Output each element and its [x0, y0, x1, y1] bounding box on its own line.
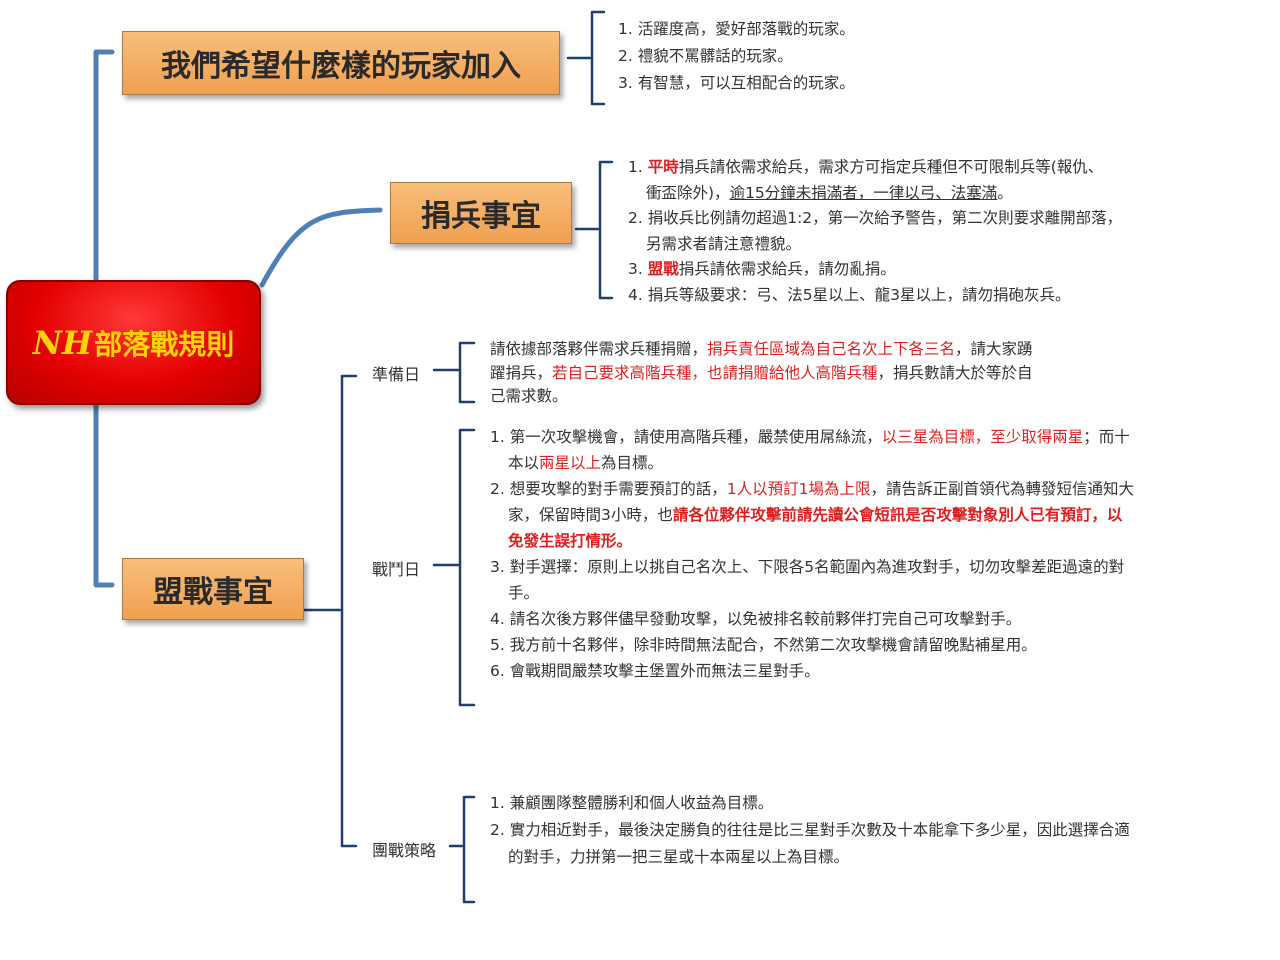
item-text: 2. 想要攻擊的對手需要預訂的話， — [490, 480, 727, 498]
item-text: 本以 — [508, 454, 540, 472]
item-number: 1. — [628, 158, 648, 176]
central-topic-title: 部落戰規則 — [94, 327, 235, 361]
item-text: 家，保留時間3小時，也 — [508, 506, 673, 524]
war-strategy-list: 1. 兼顧團隊整體勝利和個人收益為目標。 2. 實力相近對手，最後決定勝負的往往… — [490, 790, 1130, 871]
item-number: 3. — [628, 260, 648, 278]
label-war-strategy: 團戰策略 — [372, 841, 437, 860]
text-line: 己需求數。 — [490, 387, 568, 405]
highlight-text: 免發生誤打情形。 — [508, 532, 633, 550]
list-item: 5. 我方前十名夥伴，除非時間無法配合，不然第二次攻擊機會請留晚點補星用。 — [490, 636, 1037, 654]
list-item: 3. 有智慧，可以互相配合的玩家。 — [618, 74, 855, 92]
label-battle-day: 戰鬥日 — [372, 560, 421, 579]
topic-players-wanted-label: 我們希望什麼樣的玩家加入 — [161, 49, 521, 84]
topic-clan-war: 盟戰事宜 — [122, 558, 304, 620]
battle-day-list: 1. 第一次攻擊機會，請使用高階兵種，嚴禁使用屌絲流，以三星為目標，至少取得兩星… — [490, 424, 1134, 684]
item-text: 。 — [997, 183, 1013, 202]
list-item: 1. 活躍度高，愛好部落戰的玩家。 — [618, 20, 855, 38]
item-text: 捐兵請依需求給兵，請勿亂捐。 — [678, 260, 896, 278]
item-text: 為目標。 — [601, 454, 664, 472]
central-topic-prefix: NH — [32, 323, 93, 362]
list-item: 6. 會戰期間嚴禁攻擊主堡置外而無法三星對手。 — [490, 662, 820, 680]
prep-day-text: 請依據部落夥伴需求兵種捐贈，捐兵責任區域為自己名次上下各三名，請大家踴 躍捐兵，… — [490, 338, 1033, 409]
text-line: 請依據部落夥伴需求兵種捐贈，捐兵責任區域為自己名次上下各三名，請大家踴 — [490, 338, 1033, 362]
list-item: 2. 捐收兵比例請勿超過1:2，第一次給予警告，第二次則要求離開部落， — [628, 209, 1123, 227]
list-item-continued: 衝盃除外)，逾15分鐘未捐滿者，一律以弓、法塞滿。 — [628, 181, 1122, 207]
topic-troop-donation-label: 捐兵事宜 — [421, 199, 541, 234]
list-item: 2. 想要攻擊的對手需要預訂的話，1人以預訂1場為上限，請告訴正副首領代為轉發短… — [490, 476, 1134, 502]
item-text: ，請告訴正副首領代為轉發短信通知大 — [870, 480, 1134, 498]
list-item: 2. 禮貌不罵髒話的玩家。 — [618, 47, 793, 65]
highlight-text: 盟戰 — [647, 260, 679, 278]
item-text: 捐兵請依需求給兵，需求方可指定兵種但不可限制兵等(報仇、 — [678, 158, 1104, 176]
topic-players-wanted: 我們希望什麼樣的玩家加入 — [122, 31, 560, 95]
list-item: 1. 平時捐兵請依需求給兵，需求方可指定兵種但不可限制兵等(報仇、 — [628, 155, 1122, 181]
item-text: 躍捐兵， — [490, 363, 553, 382]
item-text: ，請大家踴 — [955, 340, 1033, 358]
label-prep-day: 準備日 — [372, 365, 421, 384]
list-item-continued: 本以兩星以上為目標。 — [490, 450, 1134, 476]
highlight-text: 捐兵責任區域為自己名次上下各三名 — [707, 340, 956, 358]
highlight-text: 以三星為目標，至少取得兩星 — [881, 428, 1084, 446]
list-item: 2. 實力相近對手，最後決定勝負的往往是比三星對手次數及十本能拿下多少星，因此選… — [490, 821, 1130, 839]
highlight-text: 兩星以上 — [539, 454, 602, 472]
topic-troop-donation: 捐兵事宜 — [390, 182, 572, 244]
item-text: 請依據部落夥伴需求兵種捐贈， — [490, 340, 708, 358]
list-item: 4. 捐兵等級要求：弓、法5星以上、龍3星以上，請勿捐砲灰兵。 — [628, 285, 1071, 304]
players-list: 1. 活躍度高，愛好部落戰的玩家。 2. 禮貌不罵髒話的玩家。 3. 有智慧，可… — [618, 16, 855, 97]
list-item-continued: 手。 — [508, 584, 540, 602]
item-text: ；而十 — [1083, 428, 1130, 446]
central-topic: NH 部落戰規則 — [6, 280, 261, 405]
list-item: 1. 兼顧團隊整體勝利和個人收益為目標。 — [490, 794, 774, 812]
list-item-continued: 免發生誤打情形。 — [490, 528, 1134, 554]
list-item-continued: 家，保留時間3小時，也請各位夥伴攻擊前請先讀公會短訊是否攻擊對象別人已有預訂，以 — [490, 502, 1134, 528]
list-item: 1. 第一次攻擊機會，請使用高階兵種，嚴禁使用屌絲流，以三星為目標，至少取得兩星… — [490, 424, 1134, 450]
item-text: ，捐兵數請大於等於自 — [877, 363, 1033, 382]
list-item: 4. 請名次後方夥伴儘早發動攻擊，以免被排名較前夥伴打完自己可攻擊對手。 — [490, 610, 1022, 628]
topic-clan-war-label: 盟戰事宜 — [153, 575, 273, 610]
highlight-text: 若自己要求高階兵種，也請捐贈給他人高階兵種 — [552, 363, 878, 382]
underlined-text: 逾15分鐘未捐滿者，一律以弓、法塞滿 — [729, 183, 998, 202]
list-item: 3. 對手選擇：原則上以挑自己名次上、下限各5名範圍內為進攻對手，切勿攻擊差距過… — [490, 558, 1125, 576]
list-item-continued: 另需求者請注意禮貌。 — [646, 234, 802, 253]
highlight-text: 請各位夥伴攻擊前請先讀公會短訊是否攻擊對象別人已有預訂，以 — [672, 506, 1123, 524]
text-line: 躍捐兵，若自己要求高階兵種，也請捐贈給他人高階兵種，捐兵數請大於等於自 — [490, 362, 1033, 386]
list-item-continued: 的對手，力拼第一把三星或十本兩星以上為目標。 — [508, 848, 850, 866]
item-text: 衝盃除外)， — [646, 183, 730, 202]
highlight-text: 平時 — [647, 158, 679, 176]
item-text: 1. 第一次攻擊機會，請使用高階兵種，嚴禁使用屌絲流， — [490, 428, 882, 446]
donation-list: 1. 平時捐兵請依需求給兵，需求方可指定兵種但不可限制兵等(報仇、 衝盃除外)，… — [628, 155, 1122, 308]
highlight-text: 1人以預訂1場為上限 — [726, 480, 871, 498]
list-item: 3. 盟戰捐兵請依需求給兵，請勿亂捐。 — [628, 257, 1122, 283]
